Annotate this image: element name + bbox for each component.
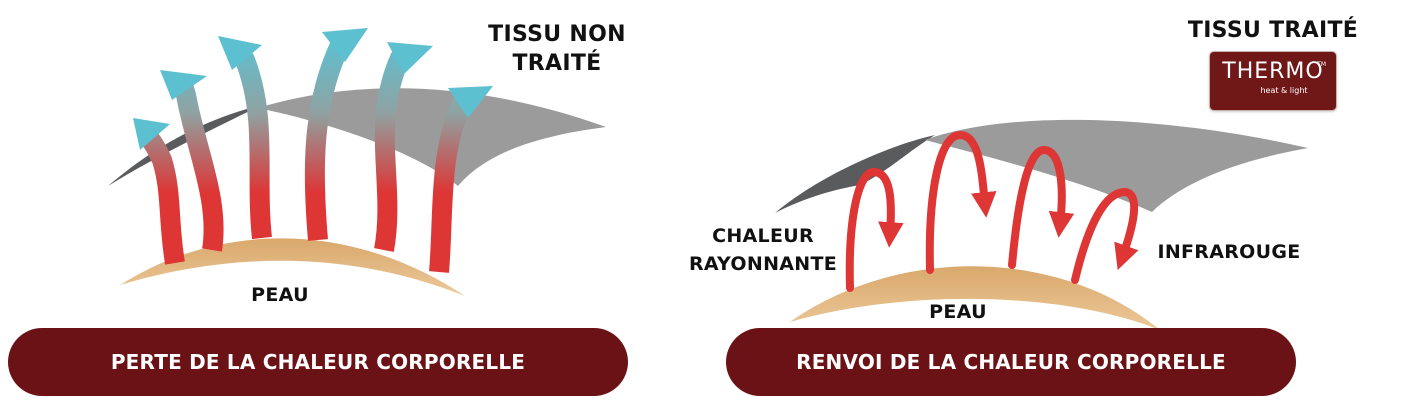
left-fabric-light-layer	[258, 88, 606, 186]
right-skin	[790, 266, 1160, 330]
escape-arrow-1	[139, 127, 185, 265]
left-banner-text: PERTE DE LA CHALEUR CORPORELLE	[110, 350, 526, 374]
arrowhead-2	[160, 70, 207, 100]
arrowhead-4	[322, 28, 368, 62]
escape-arrow-2	[170, 73, 224, 252]
radiant-heat-label-line2: RAYONNANTE	[688, 253, 838, 275]
right-banner: RENVOI DE LA CHALEUR CORPORELLE	[726, 328, 1296, 396]
left-skin-label: PEAU	[251, 284, 309, 306]
left-skin	[120, 238, 465, 296]
left-banner: PERTE DE LA CHALEUR CORPORELLE	[8, 328, 628, 396]
escape-arrow-3	[230, 42, 272, 240]
arrowhead-3	[218, 36, 262, 70]
right-fabric-light-layer	[925, 119, 1308, 212]
reflect-arrow-2	[925, 130, 997, 274]
reflect-arrow-3	[1008, 146, 1075, 269]
right-banner-text: RENVOI DE LA CHALEUR CORPORELLE	[796, 350, 1226, 374]
arrowhead-6	[448, 86, 493, 118]
right-fabric-dark-layer	[775, 135, 935, 213]
right-fabric-label: TISSU TRAITÉ	[1187, 18, 1359, 43]
left-arrowheads	[133, 28, 493, 150]
thermo-logo-tm: TM	[1317, 61, 1326, 68]
arrowhead-5	[387, 42, 433, 74]
left-fabric-label-line2: TRAITÉ	[512, 51, 602, 76]
thermo-logo: THERMO TM heat & light	[1210, 52, 1336, 110]
left-fabric-label-line1: TISSU NON	[488, 22, 626, 47]
reflect-arrow-4	[1071, 187, 1139, 284]
right-skin-label: PEAU	[929, 301, 987, 323]
radiant-heat-label: CHALEUR RAYONNANTE	[688, 222, 838, 278]
thermo-logo-text: THERMO	[1222, 59, 1324, 84]
arrowhead-1	[133, 118, 170, 150]
infrared-label: INFRAROUGE	[1157, 241, 1301, 263]
right-reflected-heat-arrows	[845, 130, 1139, 292]
left-fabric-label: TISSU NON TRAITÉ	[486, 20, 628, 78]
escape-arrow-4	[304, 33, 353, 241]
reflect-arrow-1	[845, 168, 904, 292]
radiant-heat-label-line1: CHALEUR	[712, 225, 814, 247]
thermo-logo-subtext: heat & light	[1260, 86, 1308, 95]
